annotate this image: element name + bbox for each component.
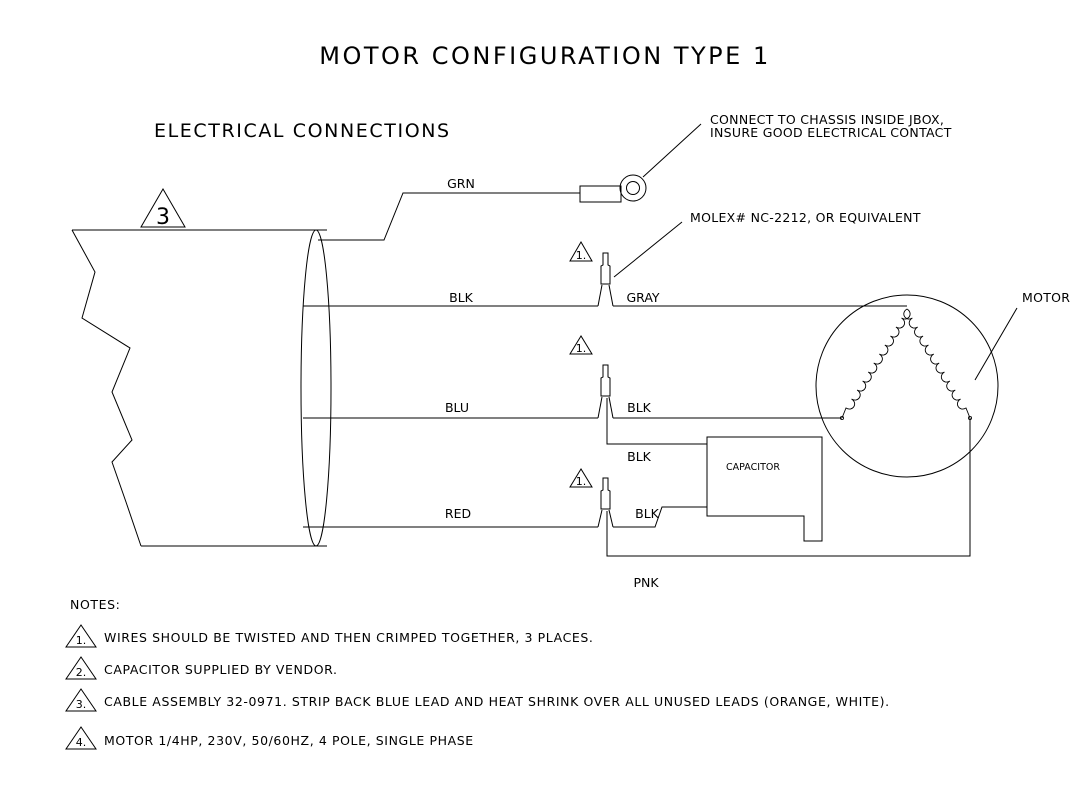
cable-break-line [71,229,142,547]
molex-leader [613,221,683,278]
motor-callout: MOTOR [1022,290,1070,305]
connector-2-body [600,364,611,397]
connector-2: 1. [569,335,614,419]
diagram-title: MOTOR CONFIGURATION TYPE 1 [319,42,770,70]
note-1-triangle [65,624,97,648]
note-item: 2. CAPACITOR SUPPLIED BY VENDOR. [65,656,338,680]
cable-assembly [71,229,332,547]
note-item: 1. WIRES SHOULD BE TWISTED AND THEN CRIM… [65,624,594,648]
connector-2-marker: 1. [576,342,587,355]
motor-housing [815,294,999,478]
note-4-triangle [65,726,97,750]
pnk-label: PNK [633,575,659,590]
section-title: ELECTRICAL CONNECTIONS [154,120,451,142]
note-3-marker: 3. [76,698,87,711]
grn-label: GRN [447,176,475,191]
connector-3-marker-triangle [569,468,593,488]
motor-leader [974,307,1018,381]
connector-1: 1. [569,241,614,307]
connector-3-lead-right [608,509,614,528]
motor: MOTOR [815,290,1070,478]
red-label: RED [445,506,471,521]
note-3-number: 3 [156,205,170,230]
ring-terminal-ring [619,174,647,202]
note-4-text: MOTOR 1/4HP, 230V, 50/60HZ, 4 POLE, SING… [104,733,474,748]
connector-1-marker-triangle [569,241,593,262]
note-item: 3. CABLE ASSEMBLY 32-0971. STRIP BACK BL… [65,688,890,712]
blk-motor-label: BLK [627,400,652,415]
motor-terminal-left [840,415,845,420]
note-3-triangle-notes [65,688,97,712]
note-item: 4. MOTOR 1/4HP, 230V, 50/60HZ, 4 POLE, S… [65,726,474,750]
blk-cable-label: BLK [449,290,474,305]
grn-wire [318,192,580,241]
motor-terminal-right [968,415,973,420]
connector-1-body [600,252,611,285]
cable-note-marker: 3 [140,188,186,230]
connector-2-marker-triangle [569,335,593,355]
chassis-leader [642,123,702,178]
gray-label: GRAY [626,290,659,305]
cable-end-ellipse [300,229,332,547]
notes-section: NOTES: 1. WIRES SHOULD BE TWISTED AND TH… [65,597,890,750]
connector-3-lead-left [597,509,603,528]
connector-3: 1. [569,468,614,528]
note-3-text: CABLE ASSEMBLY 32-0971. STRIP BACK BLUE … [104,694,890,709]
blk-capacitor-wire [606,398,707,445]
connector-1-marker: 1. [576,249,587,262]
connector-2-lead-left [597,396,603,419]
connector-3-marker: 1. [576,475,587,488]
connector-2-lead-right [608,396,614,419]
note-3-triangle [140,188,186,228]
ring-terminal-barrel [579,185,622,203]
capacitor-body [706,436,823,542]
connector-3-body [600,477,611,510]
note-1-marker: 1. [76,634,87,647]
capacitor: CAPACITOR [706,436,823,542]
ground-wire: GRN CONNECT TO CHASSIS INSIDE JBOX, INSU… [318,112,952,241]
note-4-marker: 4. [76,736,87,749]
notes-heading: NOTES: [70,597,120,612]
motor-winding-left [841,308,911,419]
note-2-marker: 2. [76,666,87,679]
chassis-callout-line1: CONNECT TO CHASSIS INSIDE JBOX, [710,112,944,127]
ring-terminal-hole [626,181,640,195]
connector-1-lead-left [597,284,603,307]
note-2-triangle [65,656,97,680]
note-2-text: CAPACITOR SUPPLIED BY VENDOR. [104,662,338,677]
connector-1-lead-right [608,284,614,307]
blk-capacitor-2-label: BLK [635,506,660,521]
blu-label: BLU [445,400,469,415]
motor-winding-right [903,308,971,419]
blk-capacitor-label: BLK [627,449,652,464]
capacitor-label: CAPACITOR [726,462,780,473]
pnk-wire [606,418,971,557]
blk-capacitor-wire-2 [613,506,707,528]
note-1-text: WIRES SHOULD BE TWISTED AND THEN CRIMPED… [104,630,594,645]
chassis-callout-line2: INSURE GOOD ELECTRICAL CONTACT [710,125,952,140]
molex-callout: MOLEX# NC-2212, OR EQUIVALENT [690,210,921,225]
